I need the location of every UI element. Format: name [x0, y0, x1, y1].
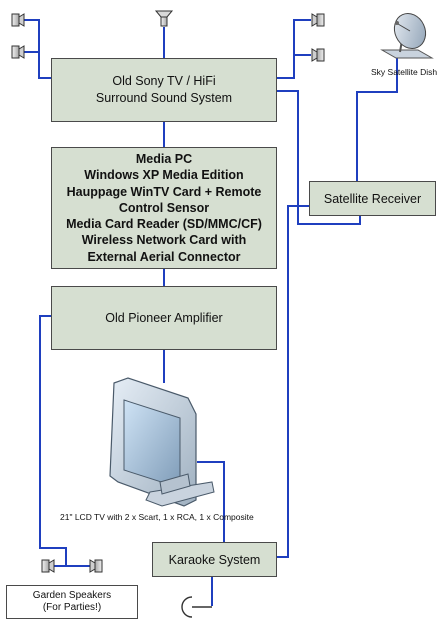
centre-speaker-icon: [154, 10, 174, 27]
speaker-icon: [311, 48, 325, 62]
garden-speakers-box: Garden Speakers (For Parties!): [6, 585, 138, 619]
wire-amp-garden: [39, 315, 90, 567]
speaker-icon: [11, 13, 25, 27]
wire-left-speakers: [24, 19, 51, 79]
speaker-icon: [41, 559, 55, 573]
microphone-icon: [181, 596, 212, 618]
speaker-icon: [311, 13, 325, 27]
wire-dish-receiver: [356, 57, 398, 181]
media-pc-box: Media PC Windows XP Media Edition Hauppa…: [51, 147, 277, 269]
wire-lcd-karaoke: [197, 461, 225, 542]
lcd-tv-label: 21" LCD TV with 2 x Scart, 1 x RCA, 1 x …: [60, 512, 254, 522]
wires: [24, 19, 398, 606]
speaker-icon: [11, 45, 25, 59]
satellite-receiver-box: Satellite Receiver: [309, 181, 436, 216]
satellite-dish-label: Sky Satellite Dish: [371, 67, 438, 77]
wire-tv-receiver: [277, 90, 361, 225]
lcd-tv-icon: [109, 377, 215, 507]
sony-tv-hifi-box: Old Sony TV / HiFi Surround Sound System: [51, 58, 277, 122]
garden-speakers-label: Garden Speakers (For Parties!): [32, 590, 112, 613]
karaoke-system-box: Karaoke System: [152, 542, 277, 577]
satellite-dish-icon: [380, 12, 434, 59]
speaker-icon: [89, 559, 103, 573]
media-pc-label: Media PC Windows XP Media Edition Hauppa…: [66, 151, 262, 264]
pioneer-amplifier-box: Old Pioneer Amplifier: [51, 286, 277, 350]
karaoke-system-label: Karaoke System: [168, 552, 261, 567]
sony-tv-hifi-label: Old Sony TV / HiFi Surround Sound System: [95, 74, 233, 105]
wire-receiver-karaoke: [277, 205, 309, 558]
satellite-receiver-label: Satellite Receiver: [323, 191, 422, 206]
pioneer-amplifier-label: Old Pioneer Amplifier: [105, 311, 223, 325]
wire-right-speakers: [277, 19, 311, 79]
